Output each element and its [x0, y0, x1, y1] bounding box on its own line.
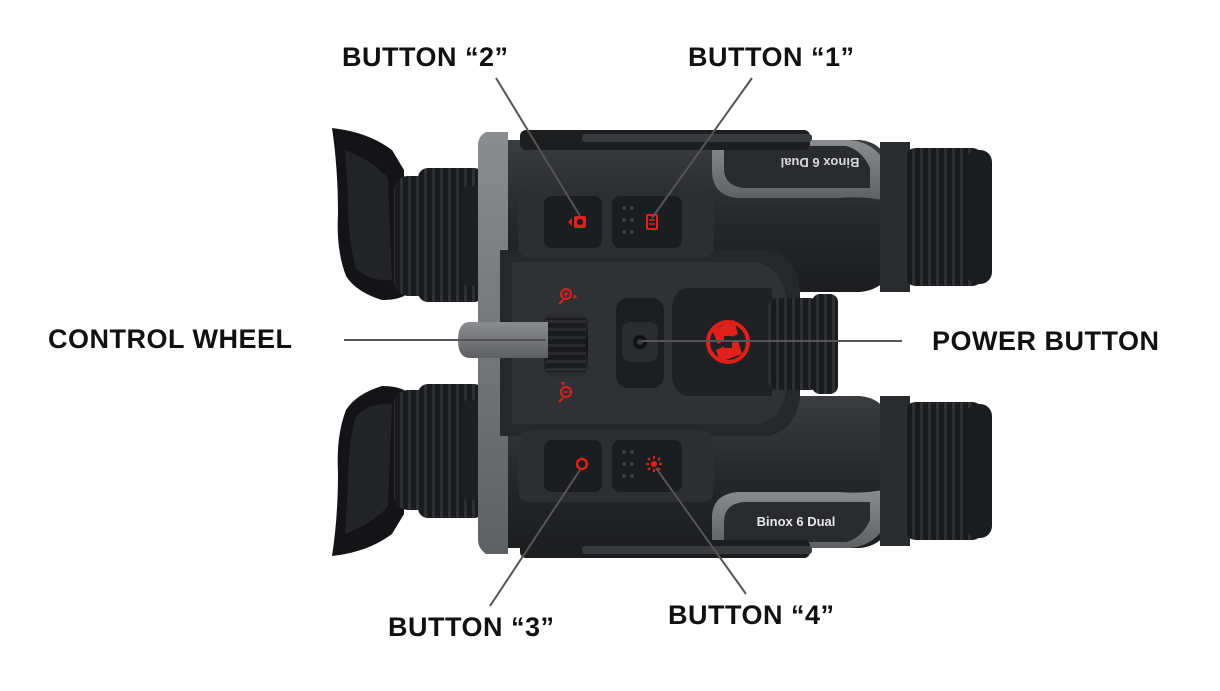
camera-icon — [568, 216, 586, 228]
button-2-key[interactable] — [544, 196, 602, 248]
diopter-ring[interactable] — [768, 298, 820, 390]
leader-lines — [344, 77, 902, 607]
power-icon[interactable] — [633, 335, 647, 349]
leader-button-3 — [489, 469, 581, 607]
lower-objective-ring — [904, 402, 984, 540]
leader-button-4 — [655, 467, 747, 595]
leader-button-2 — [495, 77, 581, 217]
zoom-in-icon — [558, 288, 577, 305]
upper-objective-ring — [904, 148, 984, 286]
button-3-key[interactable] — [544, 440, 602, 492]
top-button-panel — [518, 186, 714, 258]
button-4-key[interactable] — [612, 440, 682, 492]
menu-icon — [646, 214, 658, 230]
label-button-4: BUTTON “4” — [668, 600, 835, 630]
laser-icon — [646, 456, 662, 472]
bottom-button-panel — [518, 430, 714, 502]
label-button-2: BUTTON “2” — [342, 42, 509, 72]
central-bridge — [458, 250, 838, 436]
label-button-3: BUTTON “3” — [388, 612, 555, 642]
leader-button-1 — [651, 77, 753, 219]
label-power-button: POWER BUTTON — [932, 326, 1160, 356]
record-icon — [575, 457, 589, 471]
label-control-wheel: CONTROL WHEEL — [48, 324, 293, 354]
model-name-top: Binox 6 Dual — [781, 155, 860, 170]
model-name-bottom: Binox 6 Dual — [757, 514, 836, 529]
diopter-knob[interactable] — [812, 294, 838, 394]
label-button-1: BUTTON “1” — [688, 42, 855, 72]
zoom-out-icon — [558, 382, 572, 403]
